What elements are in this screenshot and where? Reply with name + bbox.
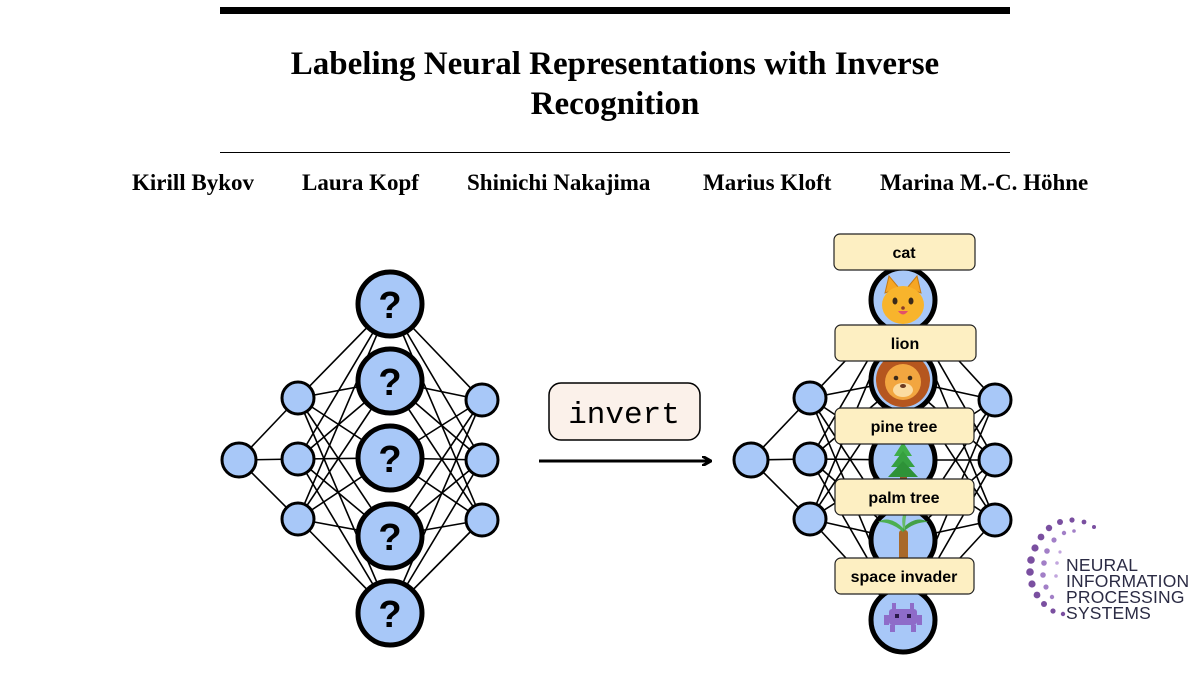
hidden-node: [280, 380, 316, 416]
question-mark: ?: [378, 439, 401, 481]
title-line-2: Recognition: [530, 86, 700, 122]
concept-label: pine tree: [871, 419, 938, 436]
author-name: Shinichi Nakajima: [467, 170, 651, 195]
concept-label-box: [833, 233, 976, 271]
question-mark: ?: [378, 517, 401, 559]
input-node: [220, 441, 258, 479]
concept-label-box: [834, 478, 975, 516]
unknown-neuron: [355, 269, 425, 339]
concept-label-box: [834, 407, 975, 445]
concept-label: palm tree: [868, 490, 939, 507]
concept-label-box: [834, 557, 975, 595]
unknown-neuron: [355, 346, 425, 416]
author-name: Marius Kloft: [703, 170, 832, 195]
author-name: Kirill Bykov: [132, 170, 255, 195]
cat-face-icon: [882, 274, 924, 324]
unknown-neuron: [355, 578, 425, 648]
logo-line: SYSTEMS: [1066, 603, 1151, 623]
output-node: [464, 382, 500, 418]
paper-title: Labeling Neural Representations with Inv…: [200, 44, 1030, 124]
neurips-dot-swirl-icon: [1026, 517, 1096, 617]
invert-transition: invert: [539, 382, 710, 461]
output-node: [977, 442, 1013, 478]
top-rule: [220, 7, 1010, 14]
logo-line: NEURAL: [1066, 555, 1138, 575]
logo-line: INFORMATION: [1066, 571, 1189, 591]
unlabeled-network: ? ? ? ? ?: [220, 269, 500, 648]
concept-label: cat: [892, 245, 916, 262]
hidden-node: [280, 441, 316, 477]
author-list: Kirill Bykov Laura Kopf Shinichi Nakajim…: [0, 170, 1200, 200]
title-rule: [220, 152, 1010, 153]
output-node: [464, 502, 500, 538]
hidden-node: [280, 501, 316, 537]
invert-label: invert: [568, 398, 680, 433]
hidden-node: [792, 501, 828, 537]
concept-label-box: [834, 324, 977, 362]
title-line-1: Labeling Neural Representations with Inv…: [290, 46, 940, 82]
lion-face-icon: [876, 353, 930, 407]
hidden-node: [792, 380, 828, 416]
question-mark: ?: [378, 362, 401, 404]
output-node: [464, 442, 500, 478]
question-mark: ?: [378, 594, 401, 636]
hidden-node: [792, 441, 828, 477]
neurips-logo: NEURAL INFORMATION PROCESSING SYSTEMS: [1026, 517, 1189, 623]
author-name: Laura Kopf: [302, 170, 419, 195]
output-node: [977, 502, 1013, 538]
concept-label: space invader: [851, 569, 958, 586]
input-node: [732, 441, 770, 479]
unknown-neuron: [355, 423, 425, 493]
concept-label: lion: [891, 336, 919, 353]
space-invader-icon: [884, 603, 922, 632]
unknown-neuron: [355, 501, 425, 571]
logo-line: PROCESSING: [1066, 587, 1185, 607]
author-name: Marina M.-C. Höhne: [880, 170, 1089, 195]
invert-label-box: [548, 382, 701, 441]
output-node: [977, 382, 1013, 418]
question-mark: ?: [378, 285, 401, 327]
labeled-network: cat lion pine tree palm tree space invad…: [732, 233, 1013, 655]
